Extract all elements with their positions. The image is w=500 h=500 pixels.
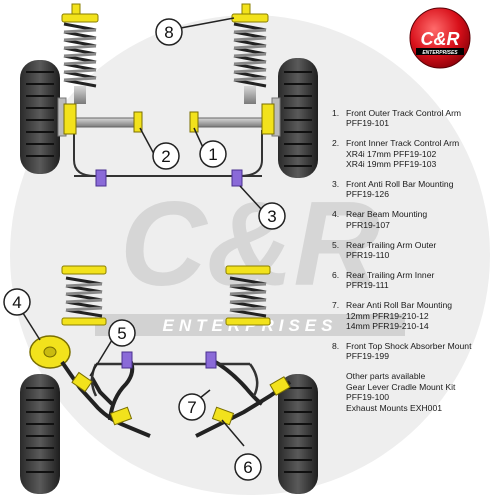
part-item: 2. Front Inner Track Control Arm XR4i 17… <box>332 138 498 169</box>
part-item: 6. Rear Trailing Arm Inner PFR19-111 <box>332 270 498 291</box>
part-name: Front Outer Track Control Arm <box>346 108 462 118</box>
callout-8: 8 <box>164 23 173 42</box>
callout-2: 2 <box>161 147 170 166</box>
part-text: Front Outer Track Control Arm PFF19-101 <box>346 108 498 129</box>
logo-brand: C&R <box>421 29 460 49</box>
part-number: 2. <box>332 138 340 149</box>
callout-4: 4 <box>12 293 21 312</box>
part-code: 12mm PFR19-210-12 <box>346 310 429 321</box>
logo: C&R ENTERPRISES <box>409 7 471 69</box>
part-number: 1. <box>332 108 340 118</box>
part-code: PFR19-110 <box>346 250 390 261</box>
part-number: 7. <box>332 300 340 311</box>
part-text: Rear Anti Roll Bar Mounting 12mm PFR19-2… <box>346 300 498 331</box>
other-parts: Other parts available Gear Lever Cradle … <box>332 371 498 413</box>
part-code: 14mm PFR19-210-14 <box>346 321 429 332</box>
other-part-line: Gear Lever Cradle Mount Kit <box>346 381 456 392</box>
rear-purple-bushes <box>121 351 217 369</box>
part-number: 6. <box>332 269 340 280</box>
rear-left-tyre <box>20 374 60 494</box>
logo-tagline: ENTERPRISES <box>422 50 458 56</box>
part-text: Rear Beam Mounting PFR19-107 <box>346 209 498 230</box>
part-code: PFR19-107 <box>346 219 390 230</box>
other-parts-heading: Other parts available <box>346 371 426 382</box>
rear-right-tyre <box>278 374 318 494</box>
callout-5: 5 <box>117 324 126 343</box>
rear-beam-mounting <box>29 335 71 369</box>
part-name: Rear Trailing Arm Outer <box>346 239 437 250</box>
other-part-line: PFF19-100 <box>346 392 389 403</box>
front-left-spring <box>61 3 99 104</box>
part-text: Rear Trailing Arm Inner PFR19-111 <box>346 270 498 291</box>
front-left-tyre <box>20 60 67 174</box>
part-item: 8. Front Top Shock Absorber Mount PFF19-… <box>332 341 498 362</box>
part-item: 5. Rear Trailing Arm Outer PFR19-110 <box>332 240 498 261</box>
front-yellow-bushes <box>63 103 275 135</box>
part-code: PFF19-199 <box>346 351 389 362</box>
part-code: XR4i 17mm PFF19-102 <box>346 148 437 159</box>
part-text: Front Inner Track Control Arm XR4i 17mm … <box>346 138 498 169</box>
part-item: 3. Front Anti Roll Bar Mounting PFF19-12… <box>332 179 498 200</box>
front-purple-bushes <box>95 169 243 187</box>
parts-list: 1. Front Outer Track Control Arm PFF19-1… <box>332 108 498 413</box>
callout-6: 6 <box>243 458 252 477</box>
part-item: 4. Rear Beam Mounting PFR19-107 <box>332 209 498 230</box>
part-name: Front Top Shock Absorber Mount <box>346 341 472 351</box>
part-text: Front Top Shock Absorber Mount PFF19-199 <box>346 341 498 362</box>
callout-circles <box>3 18 286 481</box>
other-part-line: Exhaust Mounts EXH001 <box>346 402 443 413</box>
part-code: XR4i 19mm PFF19-103 <box>346 159 437 170</box>
callout-7: 7 <box>187 398 196 417</box>
part-text: Rear Trailing Arm Outer PFR19-110 <box>346 240 498 261</box>
part-name: Rear Trailing Arm Inner <box>346 269 435 280</box>
part-code: PFF19-101 <box>346 118 389 129</box>
front-right-spring <box>231 3 269 104</box>
rear-left-spring <box>61 265 107 326</box>
part-code: PFF19-126 <box>346 189 389 200</box>
callout-3: 3 <box>267 207 276 226</box>
part-text: Front Anti Roll Bar Mounting PFF19-126 <box>346 179 498 200</box>
callout-1: 1 <box>208 145 217 164</box>
part-name: Rear Beam Mounting <box>346 209 428 220</box>
part-name: Rear Anti Roll Bar Mounting <box>346 300 453 311</box>
part-number: 3. <box>332 179 340 190</box>
front-right-tyre <box>271 58 318 178</box>
rear-yellow-bushes <box>71 371 291 426</box>
part-number: 4. <box>332 209 340 220</box>
part-name: Front Anti Roll Bar Mounting <box>346 179 454 190</box>
part-item: 7. Rear Anti Roll Bar Mounting 12mm PFR1… <box>332 300 498 331</box>
part-code: PFR19-111 <box>346 280 389 291</box>
part-item: 1. Front Outer Track Control Arm PFF19-1… <box>332 108 498 129</box>
part-number: 5. <box>332 239 340 250</box>
part-name: Front Inner Track Control Arm <box>346 138 460 149</box>
rear-right-spring <box>225 265 271 326</box>
part-number: 8. <box>332 341 340 351</box>
